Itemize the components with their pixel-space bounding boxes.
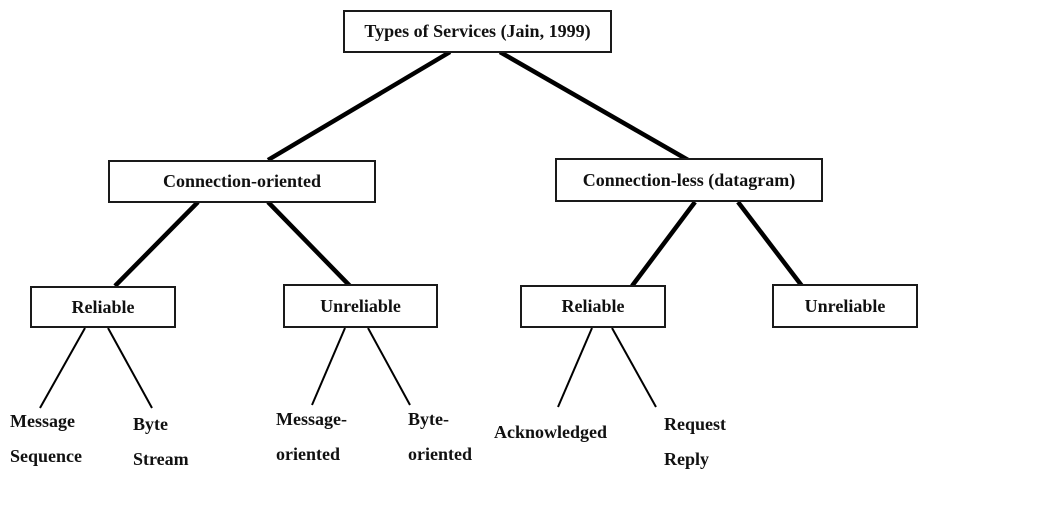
cl-reliable-label: Reliable [561,296,625,316]
connector-reliable-to-acknowledged [557,327,593,408]
co-unreliable-label: Unreliable [320,295,401,316]
connector-unreliable-to-message-oriented [311,327,346,406]
leaf-byte-stream-line2: Stream [133,449,189,469]
connector-reliable-to-byte-stream [107,327,153,409]
connector-co-to-reliable [113,200,200,288]
connection-oriented-node: Connection-oriented [108,160,376,203]
leaf-request-reply-line2: Reply [664,449,709,469]
leaf-byte-oriented-line1: Byte- [408,409,449,429]
cl-reliable-node: Reliable [520,285,666,328]
leaf-message-sequence-line2: Sequence [10,446,82,466]
connection-less-label: Connection-less (datagram) [582,169,796,190]
connection-oriented-label: Connection-oriented [163,171,321,191]
leaf-message-oriented-line1: Message- [276,409,347,429]
co-reliable-label: Reliable [71,296,135,317]
leaf-byte-stream: Byte Stream [133,407,189,477]
leaf-byte-stream-line1: Byte [133,414,168,434]
leaf-acknowledged-line1: Acknowledged [494,422,608,442]
connector-root-to-connection-less [498,50,690,162]
root-node: Types of Services (Jain, 1999) [343,10,612,53]
leaf-byte-oriented-line2: oriented [408,444,472,464]
leaf-message-oriented: Message- oriented [276,402,347,472]
cl-unreliable-node: Unreliable [772,284,918,328]
connector-co-to-unreliable [266,200,352,288]
connector-unreliable-to-byte-oriented [367,327,411,406]
co-reliable-node: Reliable [30,286,176,328]
connector-root-to-connection-oriented [266,50,452,162]
connector-reliable-to-message-sequence [39,327,86,409]
co-unreliable-node: Unreliable [283,284,438,328]
leaf-message-oriented-line2: oriented [276,444,340,464]
leaf-message-sequence-line1: Message [10,411,75,431]
root-node-label: Types of Services (Jain, 1999) [364,21,591,41]
connector-cl-to-reliable [630,200,697,288]
leaf-acknowledged: Acknowledged [494,415,607,450]
cl-unreliable-label: Unreliable [804,295,886,316]
connector-reliable-to-request-reply [611,327,657,408]
leaf-request-reply-line1: Request [664,414,726,434]
connector-cl-to-unreliable [736,200,804,288]
leaf-byte-oriented: Byte- oriented [408,402,472,472]
connection-less-node: Connection-less (datagram) [555,158,823,202]
leaf-message-sequence: Message Sequence [10,404,82,474]
leaf-request-reply: Request Reply [664,407,726,477]
